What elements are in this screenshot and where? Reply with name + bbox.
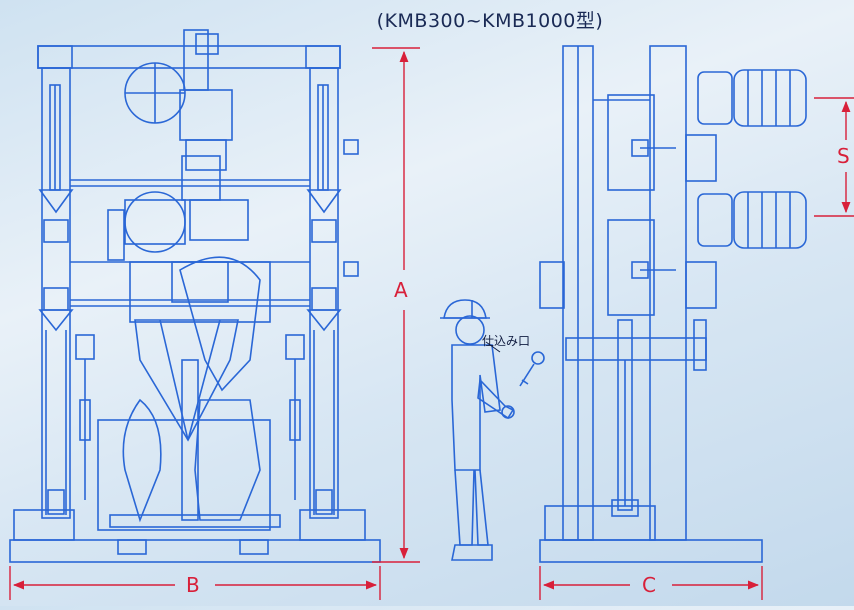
front-lower-housing [97, 419, 271, 531]
front-top-beam [37, 45, 341, 69]
upper-cone [134, 319, 239, 442]
loading-port-label: 仕込み口 [482, 334, 531, 348]
lower-cone [194, 399, 261, 521]
worker-figure [440, 299, 515, 561]
lower-drive-disc [124, 191, 186, 253]
front-right-column [309, 67, 339, 519]
helmet [443, 299, 487, 319]
dimension-c-label: C [642, 573, 656, 597]
upper-gearbox [607, 94, 655, 191]
dimension-b-label: B [186, 573, 200, 597]
dimension-s-label: S [837, 144, 850, 168]
front-base [9, 539, 381, 563]
side-view [519, 45, 807, 563]
front-view [9, 29, 381, 563]
dimension-lines [9, 47, 854, 600]
side-base [539, 539, 763, 563]
upper-motor [697, 69, 807, 127]
dimension-a-label: A [394, 278, 408, 302]
lower-motor [697, 191, 807, 249]
lower-gearbox [607, 219, 655, 316]
diagram-title: (KMB300~KMB1000型) [376, 10, 604, 32]
worker-body [451, 344, 501, 471]
front-left-column [41, 67, 71, 519]
